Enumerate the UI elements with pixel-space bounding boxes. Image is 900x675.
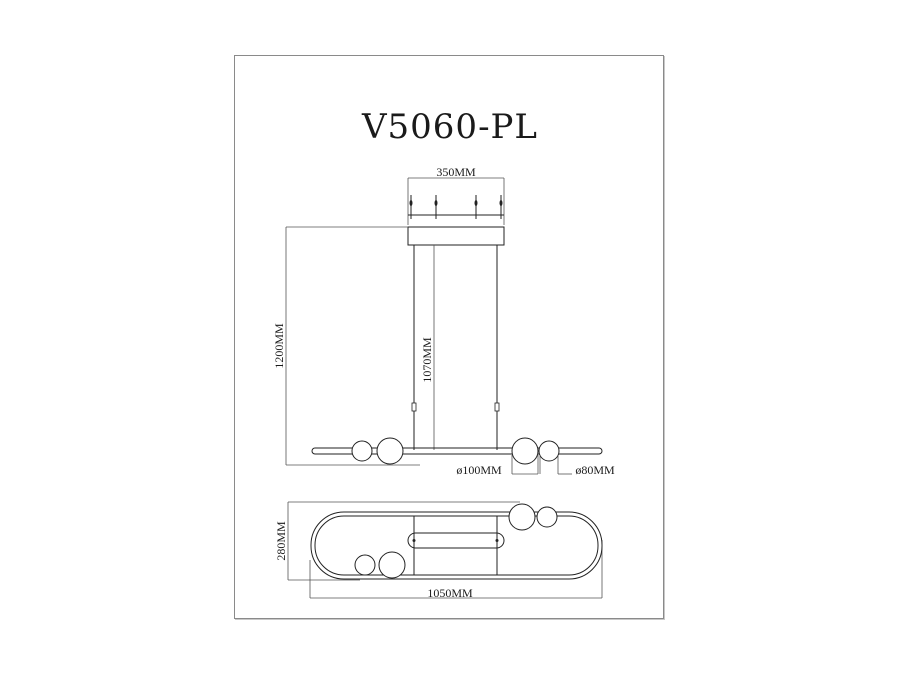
canopy <box>407 214 505 246</box>
small-shade-diameter-label: ø80MM <box>575 463 615 477</box>
total-height-label: 1200MM <box>272 323 286 369</box>
canopy-width-label: 350MM <box>436 165 476 179</box>
canopy-width-dimension: 350MM <box>407 165 505 225</box>
drawing-sheet <box>234 55 664 619</box>
globes-right <box>511 437 560 465</box>
globes-left <box>351 437 404 465</box>
front-elevation: 350MM 1200MM 1070MM <box>272 165 615 477</box>
large-shade-diameter-label: ø100MM <box>456 463 502 477</box>
length-label: 1050MM <box>427 586 473 600</box>
length-dimension: 1050MM <box>309 540 603 600</box>
total-height-dimension: 1200MM <box>272 226 420 466</box>
globes-plan <box>354 503 558 579</box>
canopy-plan <box>407 532 505 549</box>
ring-frame <box>310 511 603 580</box>
suspension-cables <box>411 245 500 450</box>
depth-label: 280MM <box>274 521 288 561</box>
model-title: V5060-PL <box>361 107 538 147</box>
cable-length-label: 1070MM <box>420 337 434 383</box>
top-plan: 280MM 1050MM <box>274 501 603 600</box>
depth-dimension: 280MM <box>274 501 520 581</box>
light-bar <box>311 447 603 455</box>
shade-diameter-dimensions: ø100MM ø80MM <box>456 455 615 477</box>
